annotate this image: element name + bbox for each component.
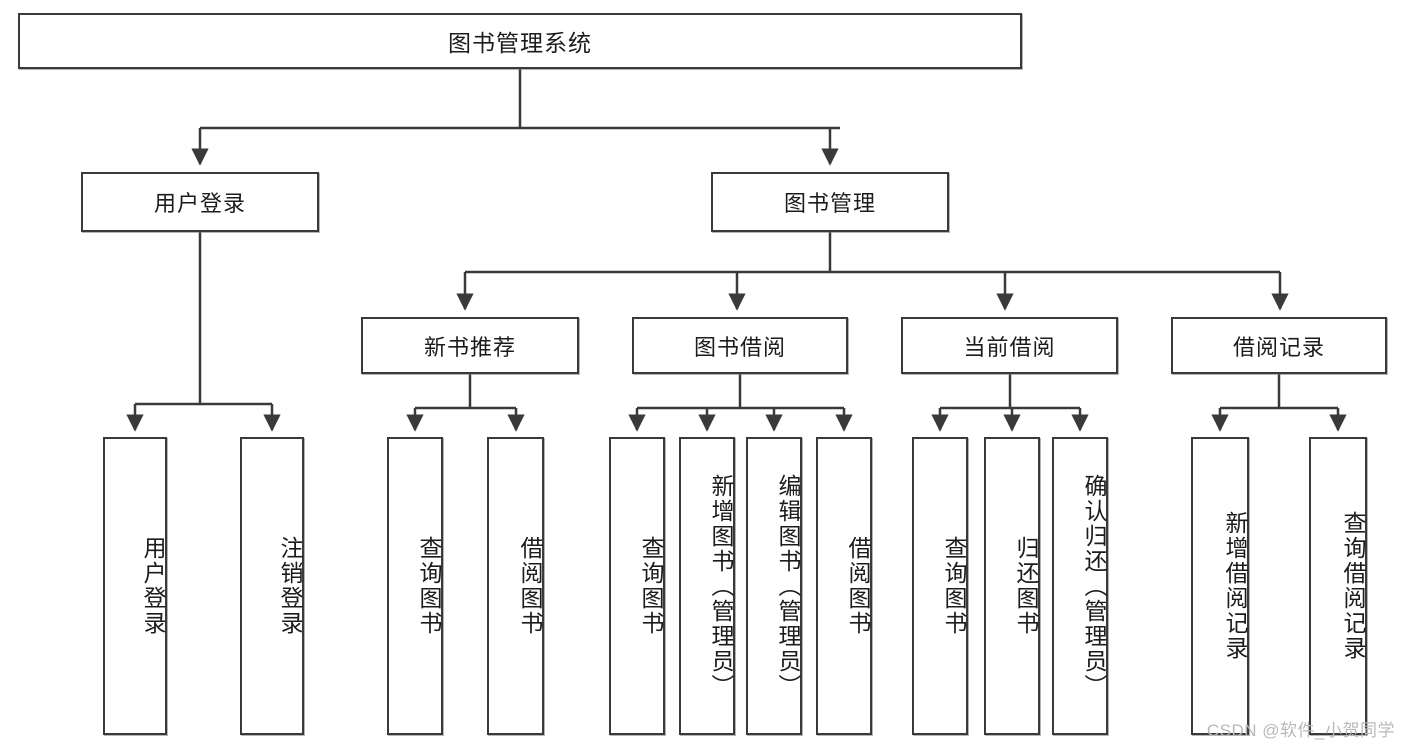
leaf-query-borrow-record[interactable]: 查询借阅记录 [1309, 437, 1367, 735]
node-label: 图书管理系统 [448, 30, 592, 56]
leaf-query-book-borrow[interactable]: 查询图书 [609, 437, 665, 735]
node-label: 注销登录 [277, 536, 303, 636]
node-label: 新增借阅记录 [1222, 511, 1248, 661]
node-label: 查询图书 [638, 536, 664, 636]
node-label: 借阅图书 [517, 536, 543, 636]
leaf-edit-book-admin[interactable]: 编辑图书（管理员） [746, 437, 802, 735]
watermark-text: CSDN @软件_小贺同学 [1206, 721, 1395, 740]
node-label: 图书管理 [783, 191, 876, 216]
node-label: 查询图书 [941, 536, 967, 636]
node-new-book-recommend[interactable]: 新书推荐 [361, 317, 579, 374]
leaf-add-book-admin[interactable]: 新增图书（管理员） [679, 437, 735, 735]
node-label: 查询图书 [416, 536, 442, 636]
leaf-query-book-new[interactable]: 查询图书 [387, 437, 443, 735]
node-label: 新增图书（管理员） [708, 473, 734, 699]
node-label: 当前借阅 [963, 334, 1056, 360]
node-label: 借阅记录 [1232, 334, 1325, 360]
node-book-management[interactable]: 图书管理 [711, 172, 949, 232]
node-label: 归还图书 [1013, 536, 1039, 636]
node-current-borrow[interactable]: 当前借阅 [901, 317, 1118, 374]
node-label: 借阅图书 [845, 536, 871, 636]
leaf-user-login[interactable]: 用户登录 [103, 437, 167, 735]
leaf-add-borrow-record[interactable]: 新增借阅记录 [1191, 437, 1249, 735]
node-label: 用户登录 [140, 536, 166, 636]
node-label: 新书推荐 [423, 334, 516, 360]
node-borrow-records[interactable]: 借阅记录 [1171, 317, 1387, 374]
node-label: 用户登录 [153, 191, 246, 216]
leaf-return-book[interactable]: 归还图书 [984, 437, 1040, 735]
node-user-login[interactable]: 用户登录 [81, 172, 319, 232]
node-root-system[interactable]: 图书管理系统 [18, 13, 1022, 69]
node-label: 图书借阅 [693, 334, 786, 360]
leaf-logout[interactable]: 注销登录 [240, 437, 304, 735]
node-label: 编辑图书（管理员） [775, 473, 801, 699]
leaf-borrow-book-new[interactable]: 借阅图书 [487, 437, 544, 735]
leaf-query-book-current[interactable]: 查询图书 [912, 437, 968, 735]
node-book-borrow[interactable]: 图书借阅 [632, 317, 848, 374]
leaf-borrow-book[interactable]: 借阅图书 [816, 437, 872, 735]
node-label: 查询借阅记录 [1340, 511, 1366, 661]
node-label: 确认归还（管理员） [1081, 473, 1107, 699]
leaf-confirm-return-admin[interactable]: 确认归还（管理员） [1052, 437, 1108, 735]
